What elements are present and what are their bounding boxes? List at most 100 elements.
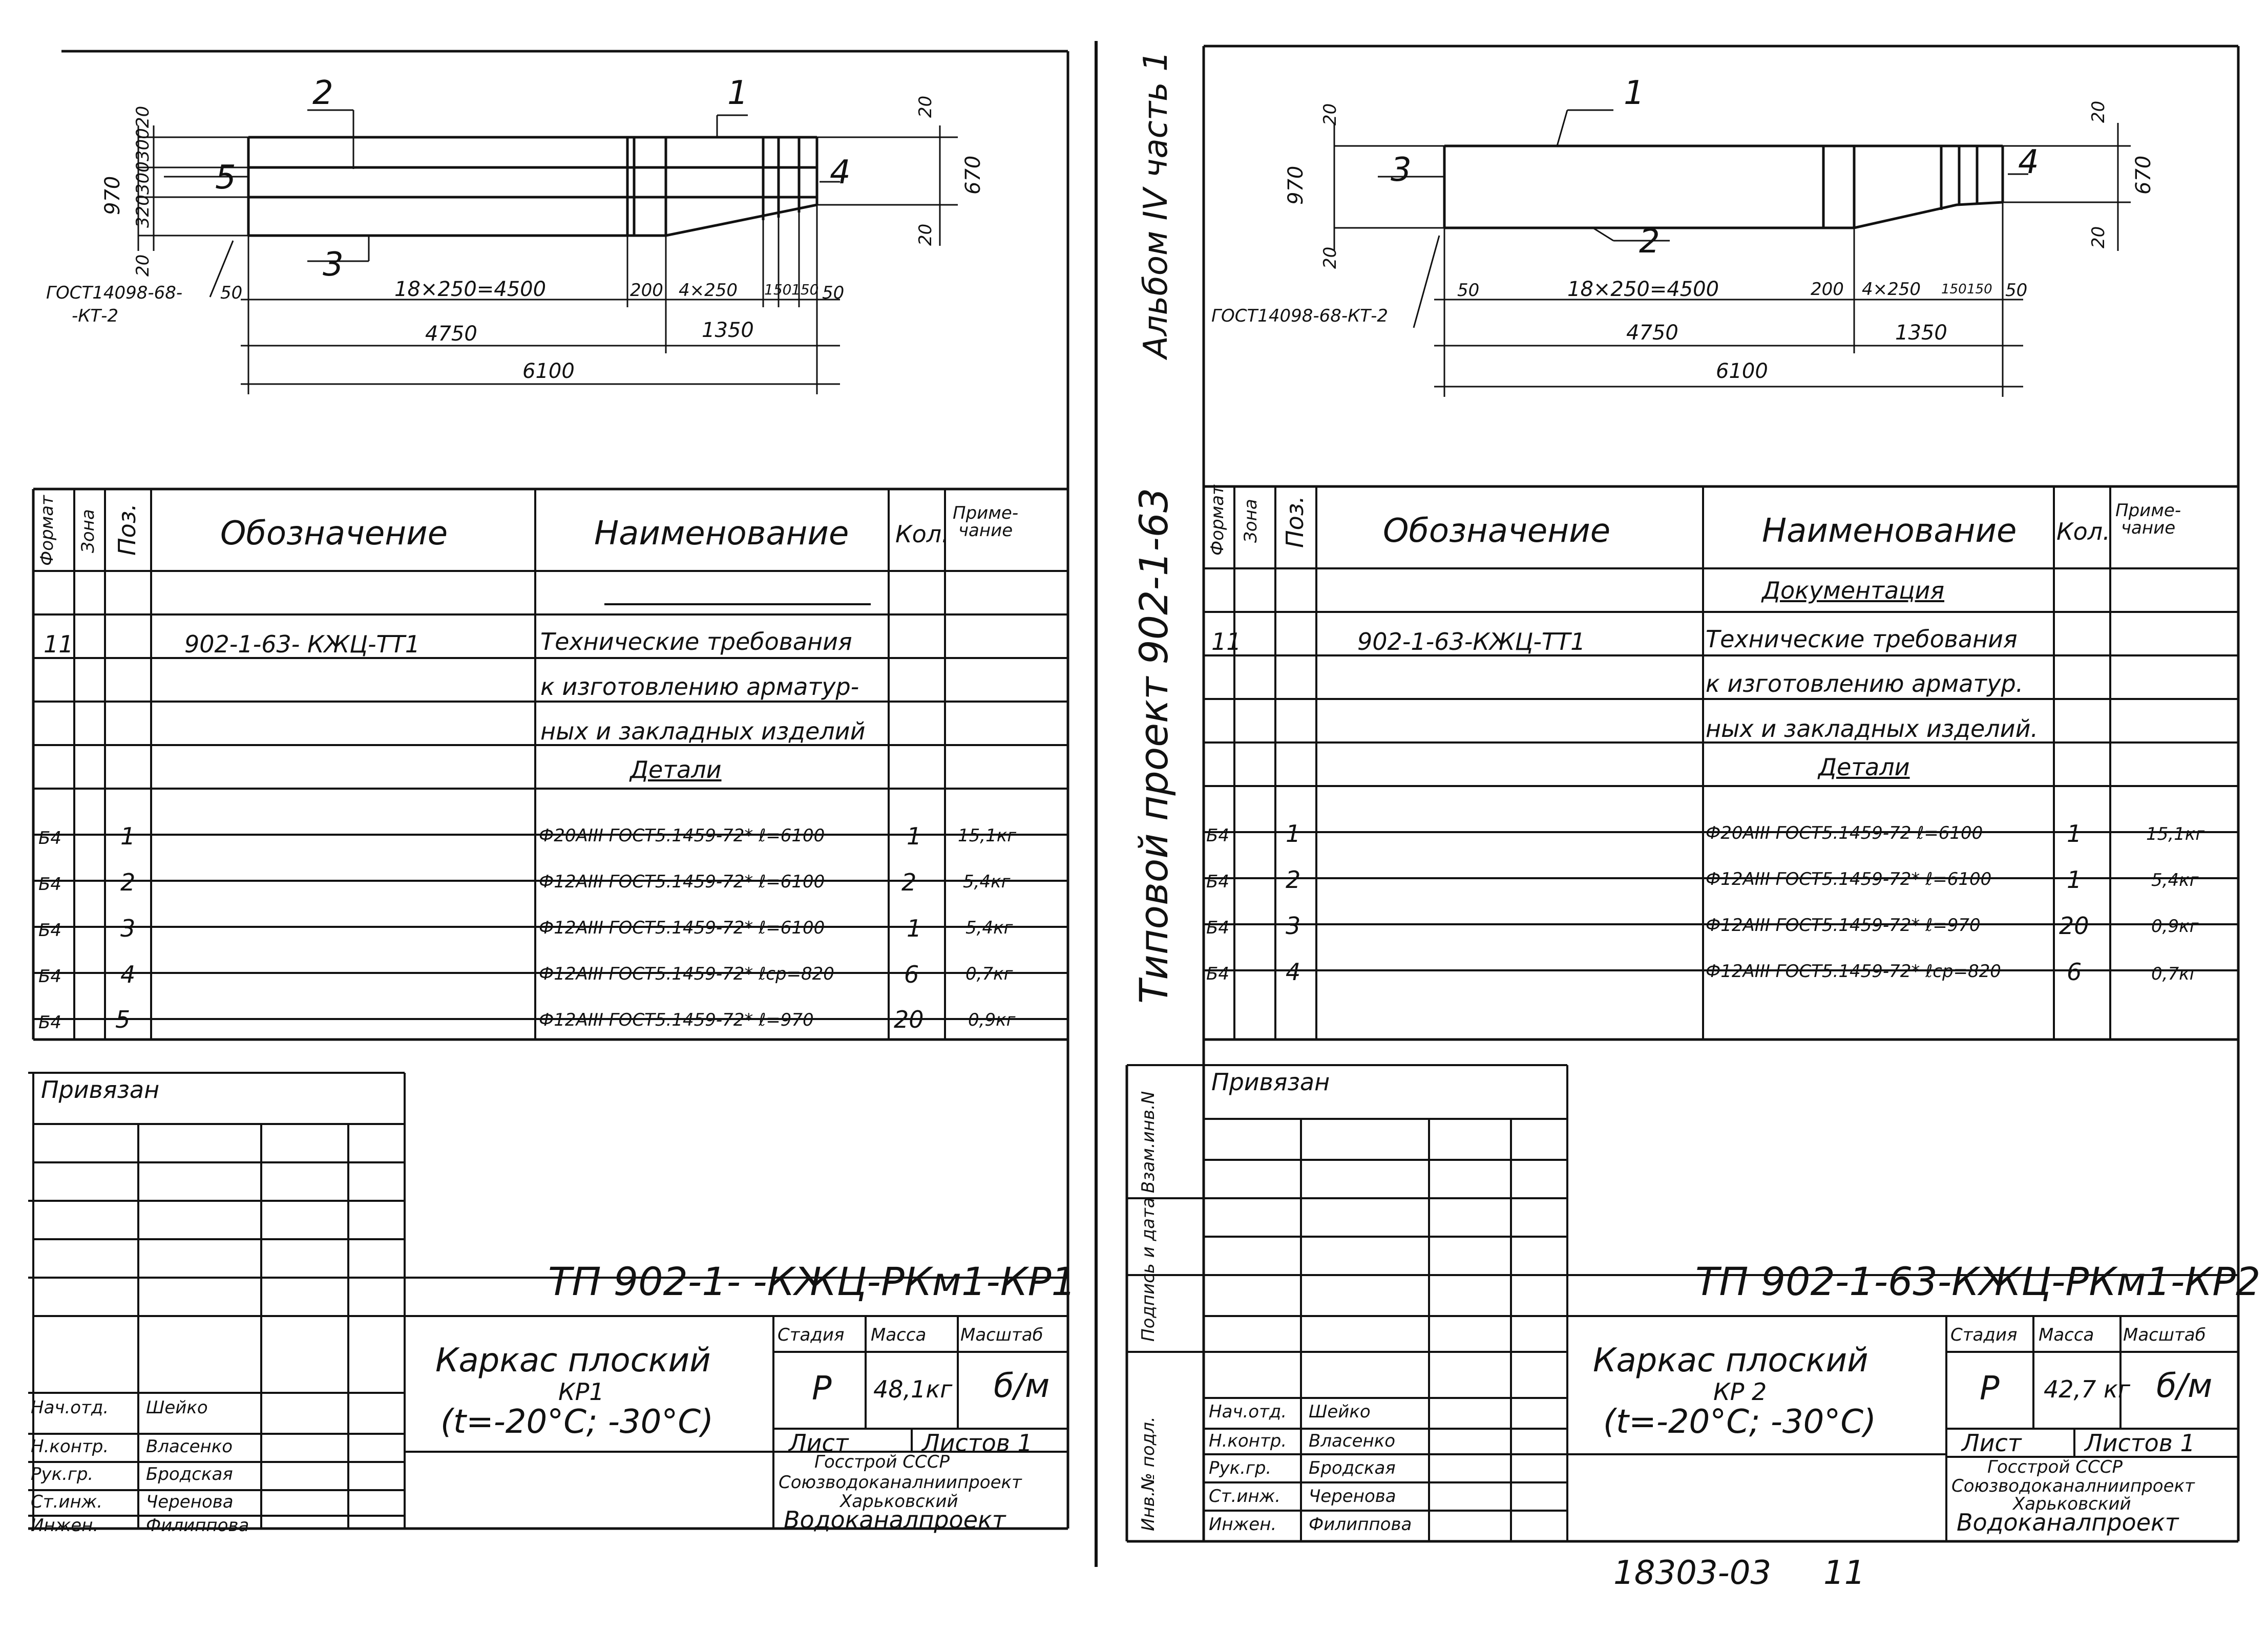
right-dim-4750: 4750 <box>1626 321 1678 345</box>
left-gost-note-2: -КТ-2 <box>72 306 119 326</box>
right-dim-1350: 1350 <box>1895 321 1947 345</box>
left-org-3: Харьковский <box>840 1491 958 1512</box>
left-col-zone: Зона <box>78 509 98 553</box>
right-callout-3: 3 <box>1391 151 1412 189</box>
left-row7-note: 5,4кг <box>965 918 1013 938</box>
left-gost-note-1: ГОСТ14098-68- <box>46 283 183 303</box>
right-row3-name: ных и закладных изделий. <box>1706 715 2039 743</box>
left-callout-3: 3 <box>323 246 344 284</box>
left-row5-qty: 1 <box>907 822 922 850</box>
left-sheet-frame <box>28 50 1069 1530</box>
left-dim-320: 320 <box>133 195 153 228</box>
left-row6-note: 5,4кг <box>963 872 1011 892</box>
right-dim-970: 970 <box>1284 165 1308 205</box>
right-staff-name-3: Бродская <box>1309 1458 1396 1478</box>
right-dim-bottom20: 20 <box>1320 246 1340 269</box>
left-col-format: Формат <box>37 495 57 566</box>
left-org-2: Союзводоканалниипроект <box>779 1472 1022 1493</box>
left-dim-6100: 6100 <box>522 359 575 383</box>
right-org-2: Союзводоканалниипроект <box>1951 1476 2195 1496</box>
left-stage: Р <box>812 1370 832 1408</box>
right-row6-name: Ф12AIII ГОСТ5.1459-72* ℓ=6100 <box>1706 869 1992 889</box>
left-frame-drawing <box>247 136 818 237</box>
left-dim-150a: 150 <box>764 281 792 298</box>
left-staff-role-4: Ст.инж. <box>31 1492 103 1512</box>
right-staff-name-2: Власенко <box>1309 1431 1396 1451</box>
right-row5-name: Ф20AIII ГОСТ5.1459-72 ℓ=6100 <box>1706 823 1983 843</box>
left-dimension-lines <box>137 109 958 394</box>
right-org-3: Харьковский <box>2013 1494 2131 1514</box>
right-stage: Р <box>1980 1370 2000 1408</box>
right-row0-name: Документация <box>1762 577 1945 604</box>
left-col-note: Приме- чание <box>953 503 1019 541</box>
left-row9-note: 0,9кг <box>968 1010 1016 1030</box>
right-sheets-label: Листов 1 <box>2085 1429 2195 1457</box>
left-dim-50a: 50 <box>220 283 243 303</box>
left-title-grid <box>28 1072 1068 1529</box>
right-dim-50b: 50 <box>2005 280 2028 301</box>
right-col-pos: Поз. <box>1281 496 1309 548</box>
right-row1-format: 11 <box>1211 628 1242 655</box>
right-col-name: Наименование <box>1762 512 2017 550</box>
left-staff-name-4: Черенова <box>146 1492 234 1512</box>
right-row8-pos: 4 <box>1286 958 1301 986</box>
right-row7-qty: 20 <box>2059 912 2089 940</box>
right-row1-name: Технические требования <box>1706 625 2018 653</box>
left-row9-pos: 5 <box>115 1006 131 1033</box>
left-row1-format: 11 <box>44 630 74 658</box>
left-dim-200: 200 <box>630 280 663 301</box>
right-row8-note: 0,7кг <box>2151 964 2199 984</box>
right-col-qty: Кол. <box>2056 518 2110 545</box>
right-title-grid <box>1127 1064 2238 1541</box>
left-row7-pos: 3 <box>120 915 136 942</box>
left-staff-name-3: Бродская <box>146 1464 233 1484</box>
left-row8-format: Б4 <box>38 966 61 987</box>
left-row8-qty: 6 <box>904 961 919 988</box>
left-row5-pos: 1 <box>120 822 136 850</box>
side-stamp-sign: Подпись и дата <box>1138 1197 1159 1342</box>
left-doc-code: ТП 902-1- -КЖЦ-РКм1-КР1 <box>548 1259 1076 1304</box>
right-gost-note: ГОСТ14098-68-КТ-2 <box>1211 306 1388 326</box>
right-dimension-lines <box>1333 109 2131 397</box>
right-row7-format: Б4 <box>1206 918 1229 938</box>
left-dim-4750: 4750 <box>425 322 477 346</box>
left-row9-qty: 20 <box>894 1006 924 1033</box>
right-row1-designation: 902-1-63-КЖЦ-ТТ1 <box>1357 628 1586 655</box>
right-dim-50a: 50 <box>1457 280 1480 301</box>
left-staff-role-1: Нач.отд. <box>31 1397 109 1418</box>
left-row6-pos: 2 <box>120 868 136 896</box>
right-scale-label: Масштаб <box>2123 1325 2206 1345</box>
left-scale: б/м <box>994 1367 1050 1405</box>
right-staff-role-4: Ст.инж. <box>1209 1486 1281 1507</box>
left-dim-right20a: 20 <box>915 95 936 118</box>
left-dim-150b: 150 <box>791 281 819 298</box>
right-row6-format: Б4 <box>1206 872 1229 892</box>
left-row6-name: Ф12AIII ГОСТ5.1459-72* ℓ=6100 <box>539 872 825 892</box>
left-row6-format: Б4 <box>38 874 61 895</box>
right-scale: б/м <box>2156 1367 2213 1405</box>
left-dim-50b: 50 <box>822 283 845 303</box>
left-staff-name-2: Власенко <box>146 1436 233 1457</box>
left-row1-designation: 902-1-63- КЖЦ-ТТ1 <box>184 630 420 658</box>
right-row5-pos: 1 <box>1286 820 1301 847</box>
left-mass-label: Масса <box>871 1325 927 1345</box>
right-sheet-frame <box>1125 45 2240 1543</box>
left-col-designation: Обозначение <box>220 515 448 553</box>
left-title-2: КР1 <box>558 1378 604 1406</box>
right-dim-right20b: 20 <box>2088 226 2109 248</box>
right-staff-name-5: Филиппова <box>1309 1514 1412 1535</box>
right-mass-label: Масса <box>2039 1325 2094 1345</box>
left-title-1: Каркас плоский <box>435 1342 711 1380</box>
left-dim-1350: 1350 <box>702 319 754 342</box>
left-col-name: Наименование <box>594 515 849 553</box>
right-callout-1: 1 <box>1624 74 1645 112</box>
right-dim-4x250: 4×250 <box>1862 279 1921 300</box>
left-sheets-label: Листов 1 <box>922 1429 1033 1457</box>
right-row2-name: к изготовлению арматур. <box>1706 670 2024 697</box>
left-sheet-label: Лист <box>789 1429 849 1457</box>
left-staff-role-2: Н.контр. <box>31 1436 109 1457</box>
left-row9-name: Ф12AIII ГОСТ5.1459-72* ℓ=970 <box>539 1010 814 1030</box>
right-staff-name-1: Шейко <box>1309 1402 1371 1422</box>
right-staff-role-5: Инжен. <box>1209 1514 1277 1535</box>
left-col-pos: Поз. <box>113 503 141 556</box>
